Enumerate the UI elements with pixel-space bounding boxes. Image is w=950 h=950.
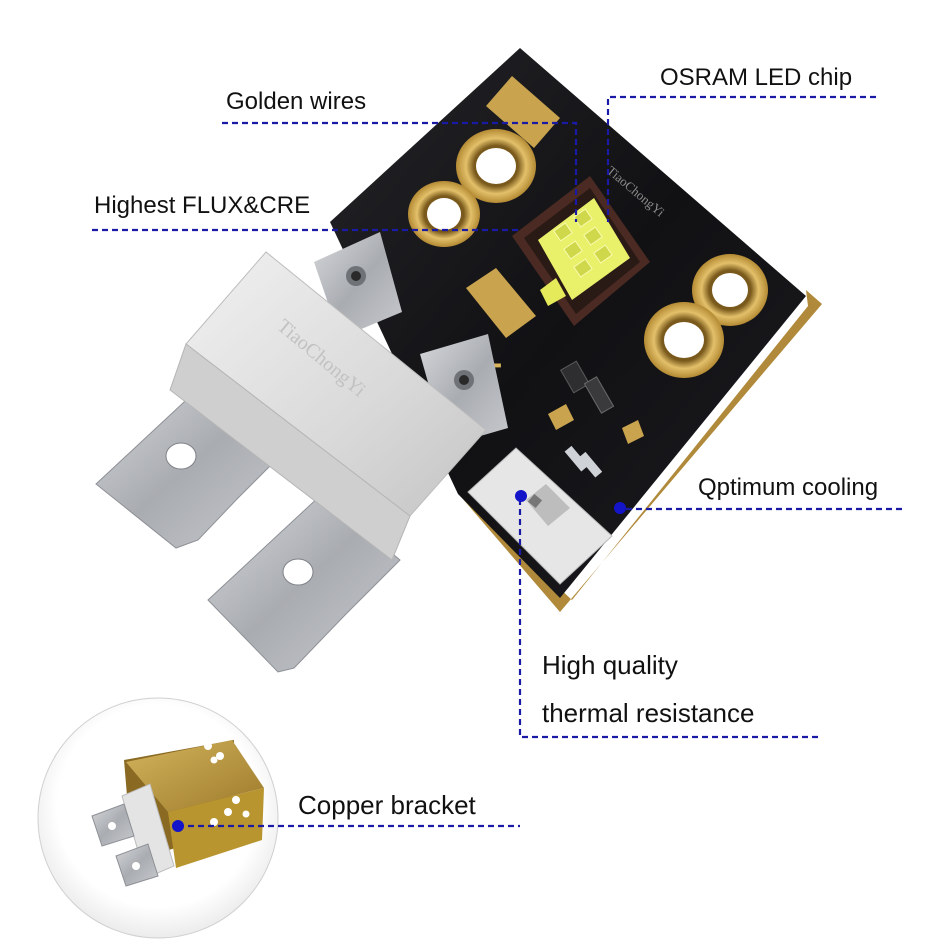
- golden-wires-leader: [222, 121, 578, 222]
- center-gold-pad: [466, 268, 536, 338]
- label-osram-led-chip: OSRAM LED chip: [660, 64, 853, 91]
- osram-led-chip: TiaoChongYi: [512, 163, 668, 326]
- smd-component: [583, 376, 615, 414]
- copper-bracket-face: [168, 788, 264, 868]
- lower-spade-hole: [282, 558, 314, 586]
- housing-side: [169, 343, 411, 561]
- connector-latch: [527, 493, 543, 509]
- label-golden-wires: Golden wires: [226, 88, 367, 115]
- connector-pins: [564, 445, 603, 478]
- mounting-hole: [664, 322, 704, 358]
- bracket-holes: [204, 742, 250, 826]
- mounting-hole: [712, 273, 748, 307]
- leader-dots: [172, 490, 626, 832]
- osram-chip-leader: [606, 95, 876, 222]
- copper-bracket-plate: [126, 740, 264, 812]
- connector-slot: [526, 484, 570, 526]
- copper-leader-dot: [172, 820, 184, 832]
- led-emitter: [538, 198, 630, 300]
- bond-wire-lead: [540, 278, 566, 306]
- thermal-leader-dot: [515, 490, 527, 502]
- led-dice: [553, 208, 613, 278]
- cooling-leader-dot: [614, 502, 626, 514]
- jst-connector: [467, 447, 613, 585]
- mounting-hole: [427, 198, 461, 230]
- inset-spade-hole: [108, 822, 116, 830]
- label-thermal-line1: High quality: [542, 650, 678, 680]
- ceramic-housing: TiaoChongYi: [169, 251, 487, 561]
- smd-component: [560, 360, 590, 394]
- label-thermal-line2: thermal resistance: [542, 698, 755, 728]
- copper-bracket-inset: [37, 697, 279, 939]
- label-highest-flux: Highest FLUX&CRE: [94, 192, 311, 219]
- inset-spade-hole: [132, 862, 140, 870]
- terminal-rivet: [351, 271, 361, 281]
- label-optimum-cooling: Qptimum cooling: [698, 474, 879, 501]
- small-gold-pad-2: [622, 420, 644, 444]
- label-copper-bracket: Copper bracket: [298, 790, 476, 820]
- gold-contacts: [466, 76, 644, 444]
- leader-lines: [92, 95, 902, 828]
- mounting-hole: [476, 148, 516, 184]
- top-gold-pad: [486, 76, 560, 148]
- terminal-rivet: [459, 375, 469, 385]
- small-gold-pad-1: [548, 404, 574, 430]
- upper-spade-hole: [165, 442, 197, 470]
- smd-components: [560, 360, 615, 478]
